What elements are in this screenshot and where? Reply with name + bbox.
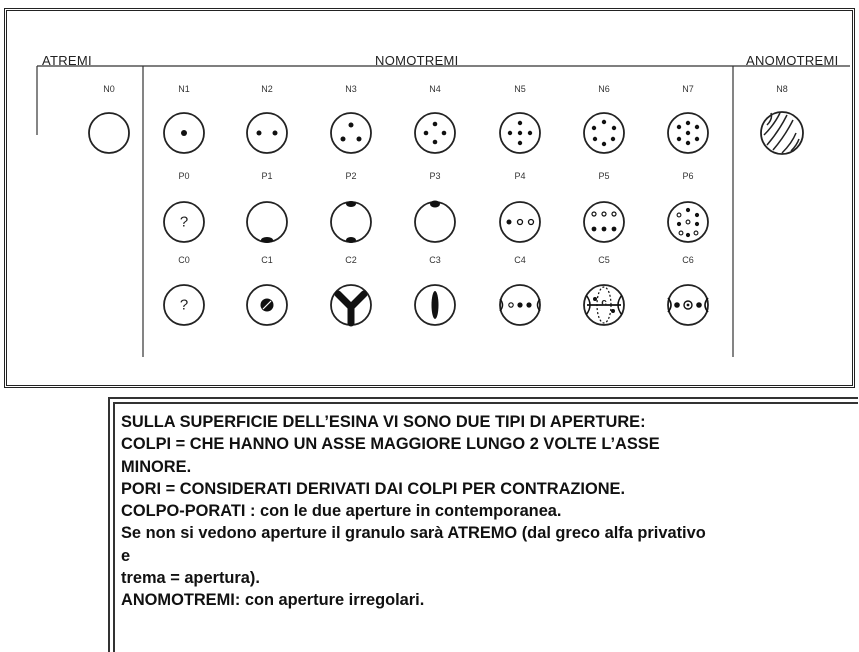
label-n5: N5 [514, 84, 526, 94]
aperture-diagram [36, 65, 850, 357]
grain-C4 [499, 284, 541, 326]
header-anomotremi: ANOMOTREMI [746, 53, 839, 68]
grain-C5 [583, 284, 625, 326]
label-n7: N7 [682, 84, 694, 94]
description-line: Se non si vedono aperture il granulo sar… [121, 524, 706, 543]
grain-P2 [330, 201, 372, 243]
label-c0: C0 [178, 255, 190, 265]
grain-P1 [246, 201, 288, 243]
label-p1: P1 [261, 171, 273, 181]
description-box: SULLA SUPERFICIE DELL’ESINA VI SONO DUE … [108, 397, 858, 652]
description-line: e [121, 546, 131, 565]
description-line: PORI = CONSIDERATI DERIVATI DAI COLPI PE… [121, 479, 626, 498]
label-n8: N8 [776, 84, 788, 94]
label-c6: C6 [682, 255, 694, 265]
grain-N6 [583, 112, 625, 154]
label-c5: C5 [598, 255, 610, 265]
label-p3: P3 [429, 171, 441, 181]
grain-C2 [330, 284, 372, 327]
label-n6: N6 [598, 84, 610, 94]
grain-P3 [414, 200, 456, 243]
grain-C6 [667, 284, 709, 326]
label-c4: C4 [514, 255, 526, 265]
aperture-figure: ATREMI NOMOTREMI ANOMOTREMI N0 N1 N2 N3 … [4, 8, 855, 388]
grain-P0 [163, 201, 205, 243]
label-n3: N3 [345, 84, 357, 94]
grain-P6 [667, 201, 709, 243]
description-line: SULLA SUPERFICIE DELL’ESINA VI SONO DUE … [121, 413, 646, 431]
c0-unknown-mark: ? [179, 296, 189, 314]
label-n0: N0 [103, 84, 115, 94]
grain-P4 [499, 201, 541, 243]
label-p2: P2 [345, 171, 357, 181]
header-atremi: ATREMI [42, 53, 92, 68]
grain-C0 [163, 284, 205, 326]
description-line: MINORE. [121, 457, 192, 476]
grain-C1 [246, 284, 288, 326]
grain-N7 [667, 112, 709, 154]
description-line: COLPI = CHE HANNO UN ASSE MAGGIORE LUNGO… [121, 435, 660, 454]
label-c2: C2 [345, 255, 357, 265]
label-c1: C1 [261, 255, 273, 265]
grain-N8 [760, 111, 804, 155]
grain-N3 [330, 112, 372, 154]
grain-N2 [246, 112, 288, 154]
description-line: COLPO-PORATI : con le due aperture in co… [121, 502, 562, 521]
grain-N5 [499, 112, 541, 154]
header-nomotremi: NOMOTREMI [375, 53, 459, 68]
label-p0: P0 [178, 171, 190, 181]
grain-N0 [88, 112, 130, 154]
description-line: ANOMOTREMI: con aperture irregolari. [121, 591, 425, 610]
label-p6: P6 [682, 171, 694, 181]
c5-mark: c [601, 297, 607, 309]
grain-P5 [583, 201, 625, 243]
label-n2: N2 [261, 84, 273, 94]
p0-unknown-mark: ? [179, 213, 189, 231]
label-n4: N4 [429, 84, 441, 94]
grain-N1 [163, 112, 205, 154]
grain-N4 [414, 112, 456, 154]
description-line: trema = apertura). [121, 569, 260, 588]
label-p4: P4 [514, 171, 526, 181]
grain-C3 [414, 284, 456, 326]
label-n1: N1 [178, 84, 190, 94]
label-c3: C3 [429, 255, 441, 265]
label-p5: P5 [598, 171, 610, 181]
